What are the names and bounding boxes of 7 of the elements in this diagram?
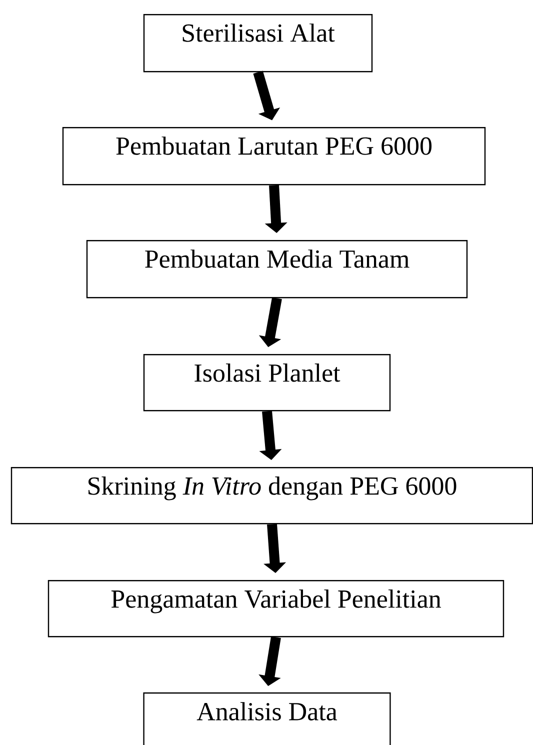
process-box: Pembuatan Larutan PEG 6000 [62,127,486,186]
process-box: Pengamatan Variabel Penelitian [48,580,504,638]
process-box: Analisis Data [143,692,391,745]
process-box: Isolasi Planlet [143,354,391,412]
process-box: Pembuatan Media Tanam [86,240,468,298]
process-box: Sterilisasi Alat [143,14,373,72]
process-box: Skrining In Vitro dengan PEG 6000 [10,467,533,524]
